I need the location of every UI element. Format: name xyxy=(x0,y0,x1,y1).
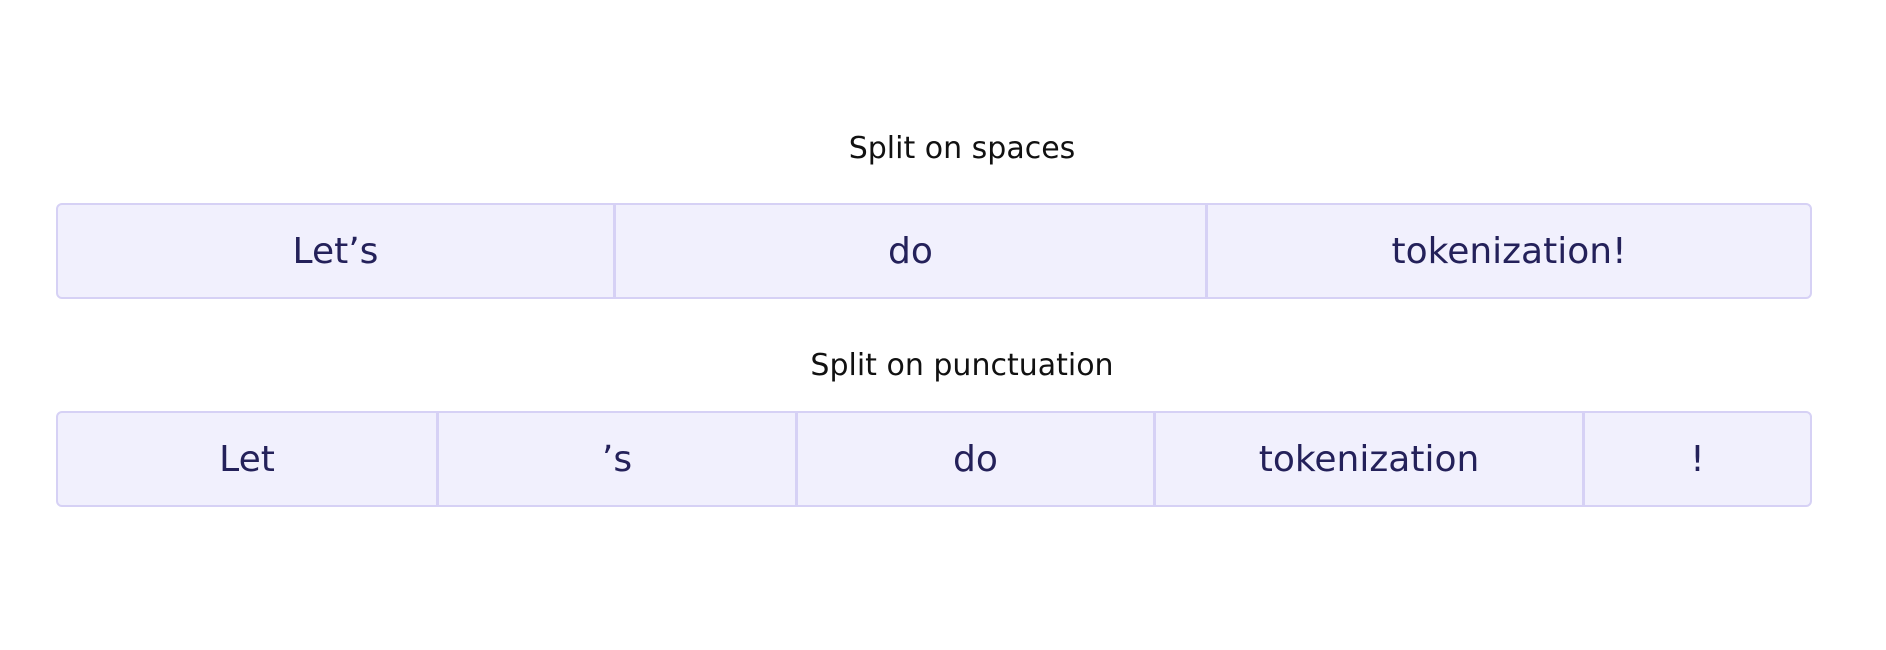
token: ’s xyxy=(439,413,798,505)
token: Let’s xyxy=(58,205,616,297)
token: do xyxy=(798,413,1156,505)
split-on-punctuation-title: Split on punctuation xyxy=(810,348,1114,383)
token: ! xyxy=(1690,438,1705,480)
token: do xyxy=(616,205,1208,297)
split-on-spaces-row: Let’s do tokenization! xyxy=(56,203,1812,299)
token: tokenization! xyxy=(1391,230,1627,272)
split-on-spaces-title: Split on spaces xyxy=(848,131,1076,166)
token: Let xyxy=(58,413,439,505)
split-on-punctuation-row: Let ’s do tokenization ! xyxy=(56,411,1812,507)
token: tokenization xyxy=(1156,413,1585,505)
